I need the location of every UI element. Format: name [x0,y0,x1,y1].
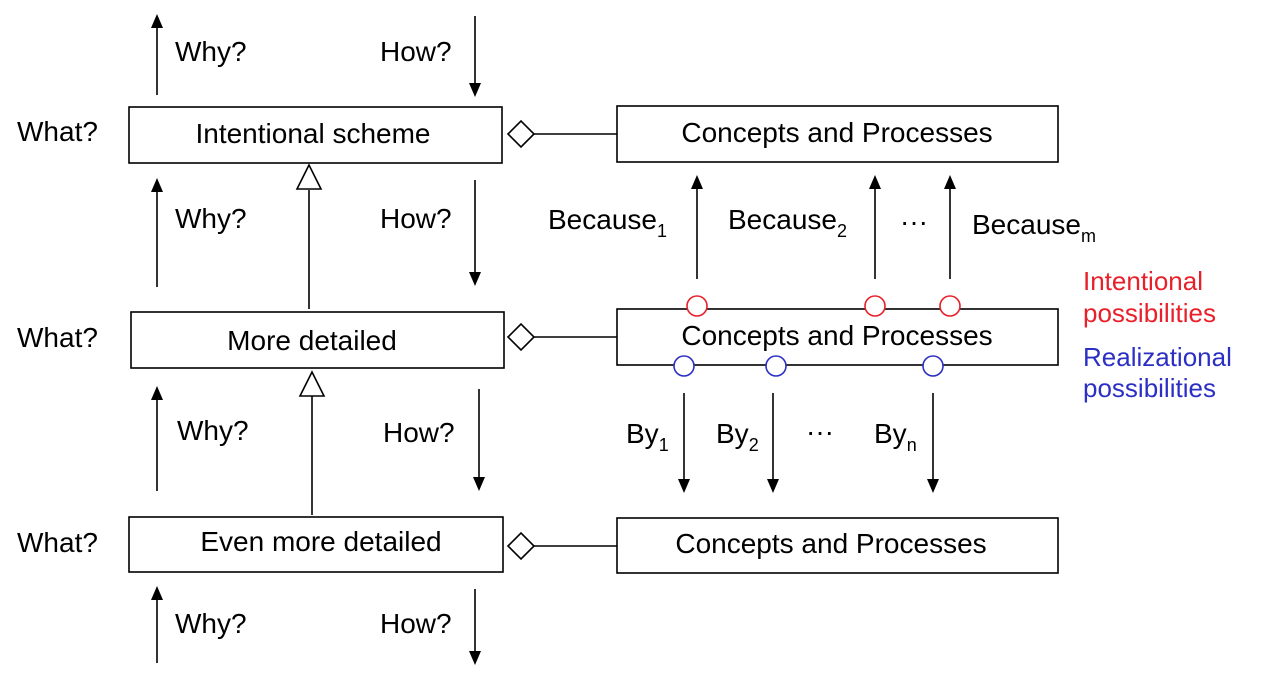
by-arrow-n [927,393,939,493]
top-why-arrow [151,14,163,95]
level2-box [130,311,505,369]
level3-why-arrow [151,386,163,491]
level2-what-label: What? [17,322,98,353]
realizational-possibility-1 [673,355,695,377]
intentional-possibility-m [939,295,961,317]
bottom-how-label: How? [380,608,452,639]
because-label-1: Because1 [548,204,667,241]
aggregation-connector-3 [506,531,617,561]
level3-why-label: Why? [177,415,249,446]
concepts-box-3 [616,517,1059,574]
by-label-1: By1 [626,418,669,455]
level1-box [128,106,503,164]
realizational-possibility-n [922,355,944,377]
level1-what-label: What? [17,116,98,147]
level3-box [128,516,504,573]
bottom-how-arrow [469,589,481,665]
concepts-box-1-label: Concepts and Processes [681,117,992,148]
generalization-arrow-3-to-2 [298,370,326,515]
top-how-arrow [469,16,481,97]
by-label-n: Byn [874,418,917,455]
level2-box-label: More detailed [227,325,397,356]
because-label-m: Becausem [972,209,1096,246]
bottom-why-arrow [151,586,163,663]
concepts-box-2-label: Concepts and Processes [681,320,992,351]
level2-why-label: Why? [175,203,247,234]
top-how-label: How? [380,36,452,67]
legend-intentional-line1: Intentional [1083,266,1203,296]
because-ellipsis: ··· [900,206,928,237]
generalization-arrow-2-to-1 [295,163,323,309]
level3-how-label: How? [383,417,455,448]
concepts-box-1 [616,105,1059,163]
aggregation-connector-1 [506,119,617,149]
by-arrow-1 [678,393,690,493]
by-ellipsis: ··· [806,416,834,447]
level3-what-label: What? [17,527,98,558]
legend-intentional-line2: possibilities [1083,298,1216,328]
level1-box-label: Intentional scheme [195,118,430,149]
because-arrow-m [944,175,956,279]
concepts-box-3-label: Concepts and Processes [675,528,986,559]
top-why-label: Why? [175,36,247,67]
intentional-possibility-2 [864,295,886,317]
by-arrow-2 [767,393,779,493]
level3-box-label: Even more detailed [200,526,441,557]
concepts-box-2 [616,308,1059,366]
level3-how-arrow [473,389,485,491]
by-label-2: By2 [716,418,759,455]
because-arrow-2 [869,175,881,279]
bottom-why-label: Why? [175,608,247,639]
because-arrow-1 [691,175,703,279]
level2-why-arrow [151,178,163,287]
intentional-possibility-1 [686,295,708,317]
aggregation-connector-2 [506,322,617,352]
legend-realizational-line2: possibilities [1083,373,1216,403]
level2-how-label: How? [380,203,452,234]
legend-realizational-line1: Realizational [1083,342,1232,372]
realizational-possibility-2 [765,355,787,377]
level2-how-arrow [469,180,481,286]
because-label-2: Because2 [728,204,847,241]
